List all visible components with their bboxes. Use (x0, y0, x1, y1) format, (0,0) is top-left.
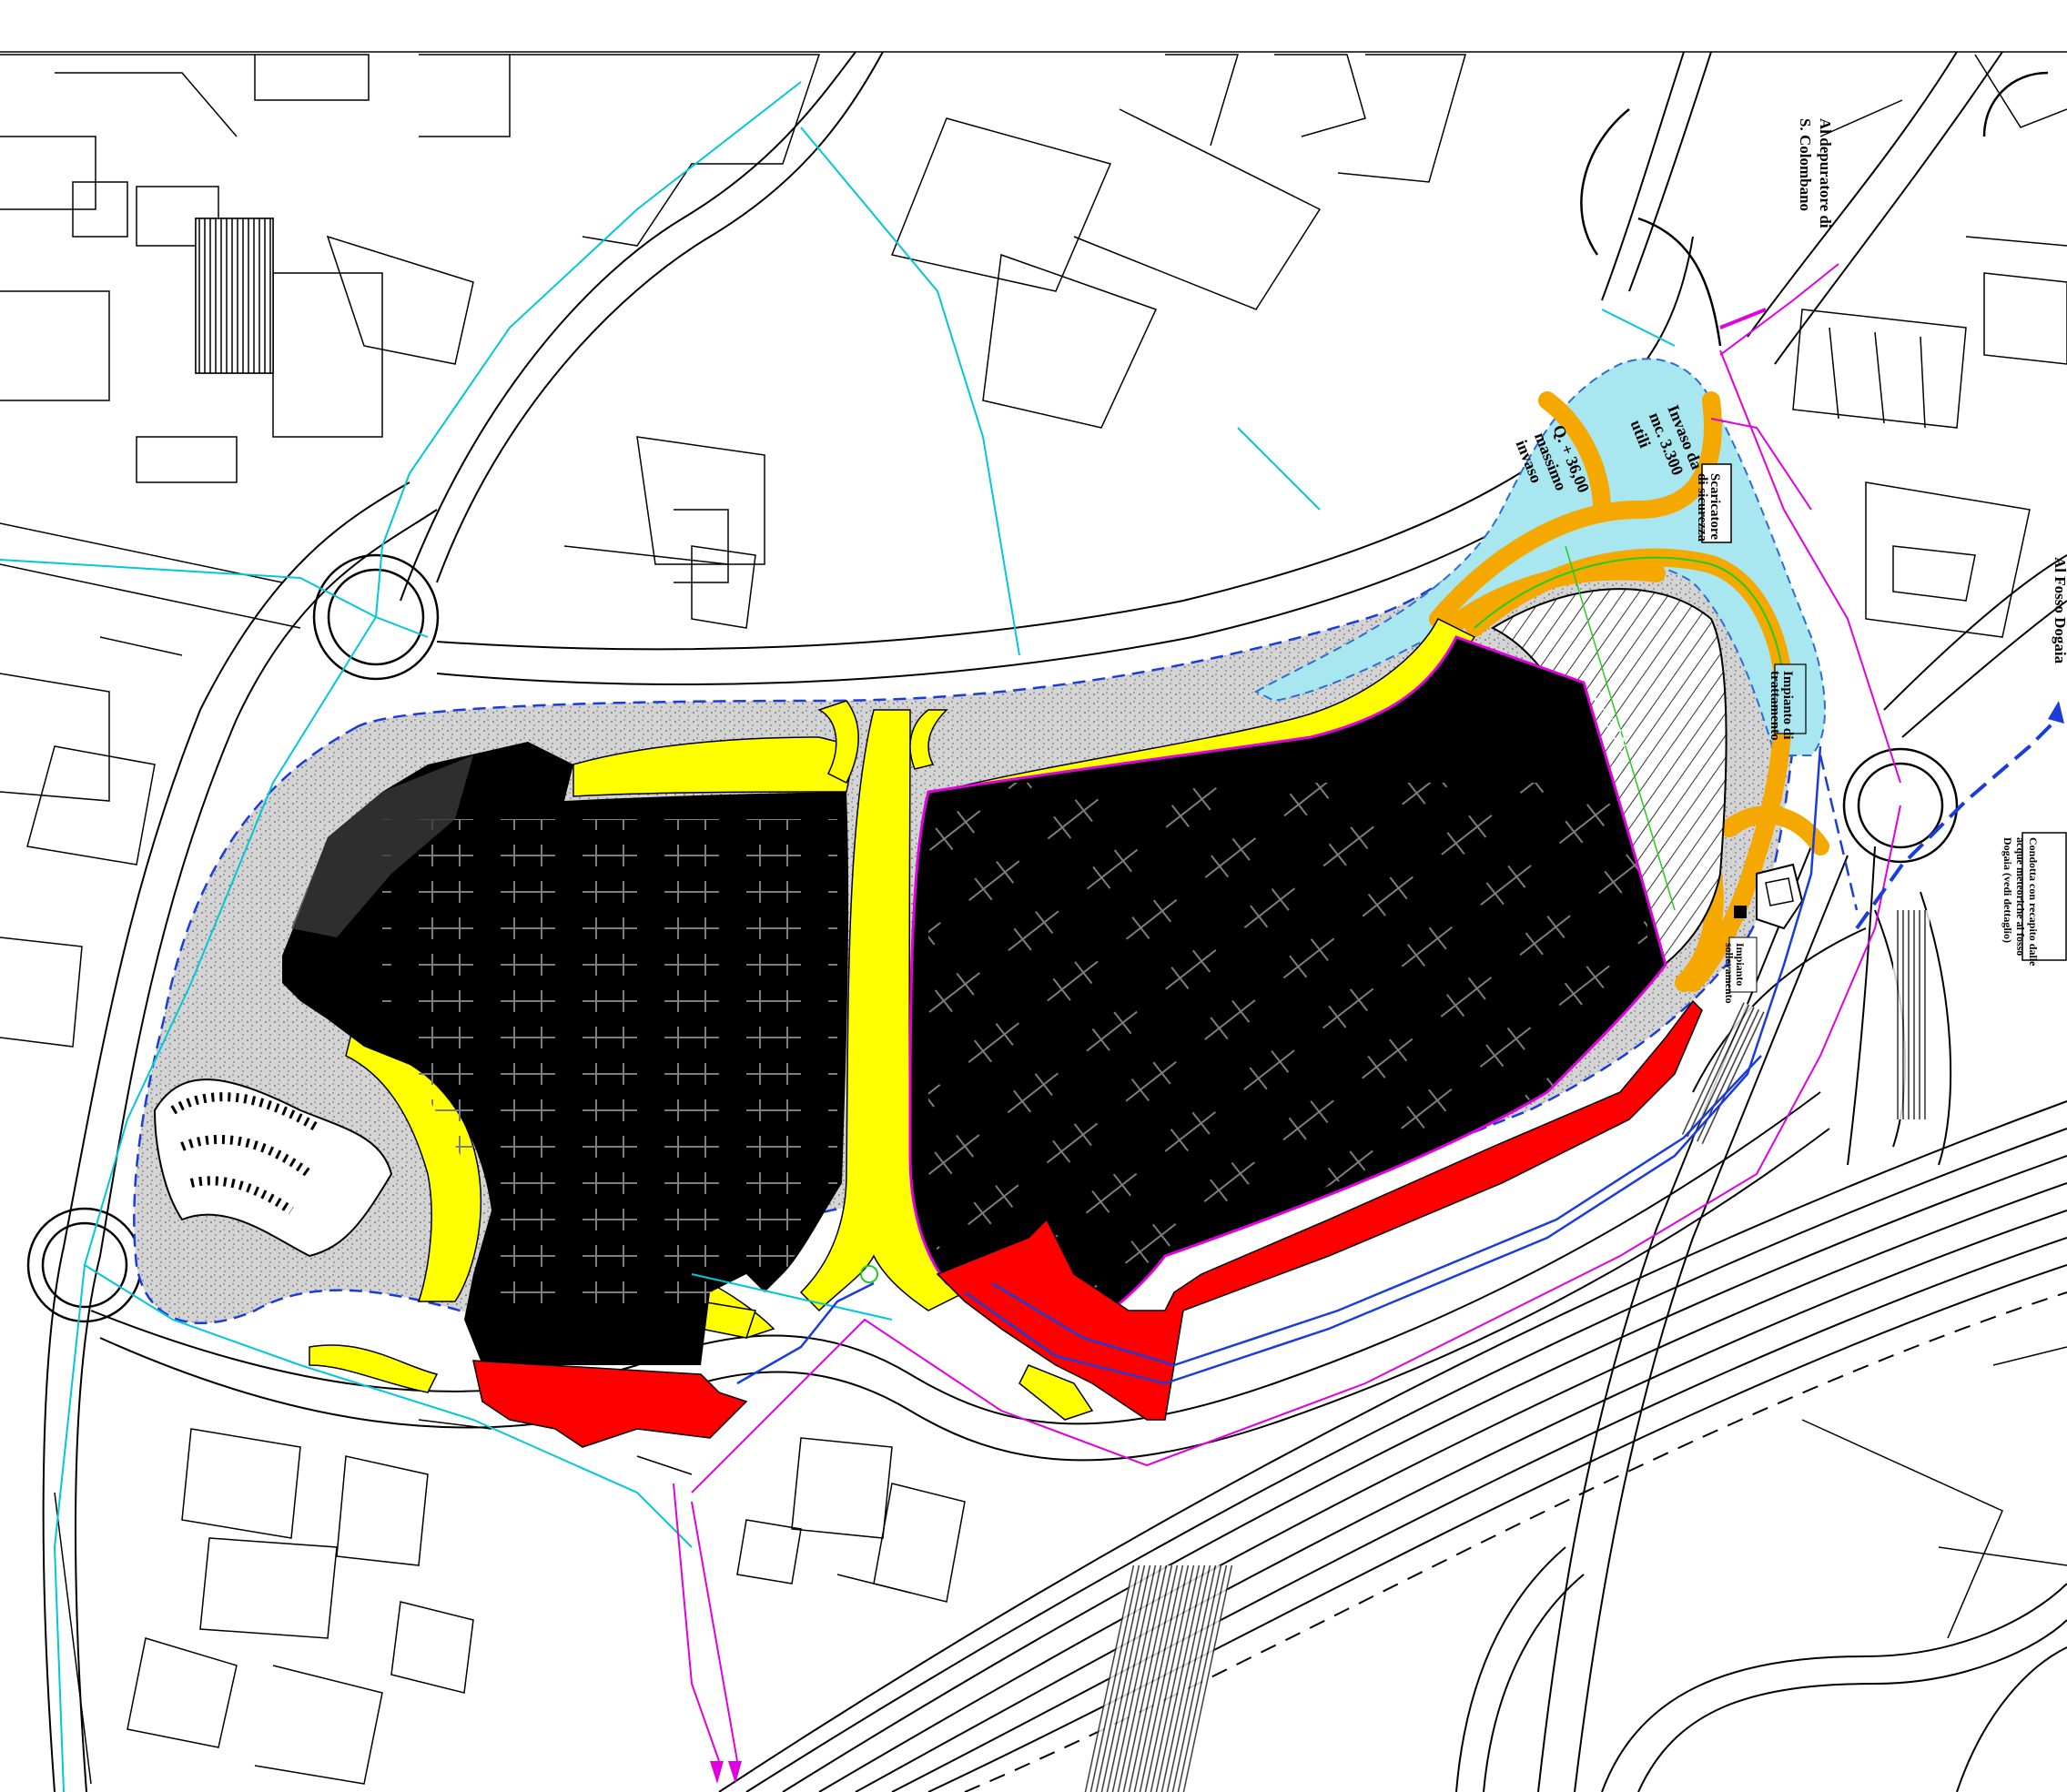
interchange-ramps (1455, 891, 2067, 1792)
retention-basin (1253, 358, 1826, 756)
label-depuratore: Al depuratore di S. Colombano (1797, 118, 1834, 232)
red-buildings (472, 999, 1703, 1448)
label-condotta: Condotta con recapito dalle acque meteor… (2001, 832, 2067, 968)
label-impianto-trattamento: Impianto di trattamento (1768, 663, 1807, 743)
svg-text:Impianto di trattamento: Impianto di trattamento (1768, 671, 1795, 743)
svg-text:Condotta con recapito dalle: Condotta con recapito dalle acque meteor… (2001, 837, 2040, 968)
blue-pipe-network (736, 717, 2059, 1385)
roundabout-north-west (312, 553, 440, 681)
motorway (718, 1100, 2067, 1792)
magenta-pipe-network (673, 263, 1901, 1762)
cyan-pipe-network (0, 81, 1676, 1792)
roundabout-east (1842, 747, 1959, 864)
label-fosso-dogaia: Al Fosso Dogaia (2052, 557, 2067, 664)
embankment-hatching (1084, 910, 1930, 1792)
pump-station (1734, 863, 1804, 930)
svg-text:Impianto sollevamento: Impianto sollevamento (1723, 943, 1747, 1004)
urban-context (0, 54, 2067, 1785)
label-scaricatore: Scaricatore di sicurezza (1695, 463, 1732, 543)
parking-arc (153, 1078, 393, 1258)
label-sollevamento: Impianto sollevamento (1723, 936, 1758, 1004)
svg-text:Scaricatore di sicurezza: Scaricatore di sicurezza (1695, 473, 1722, 543)
